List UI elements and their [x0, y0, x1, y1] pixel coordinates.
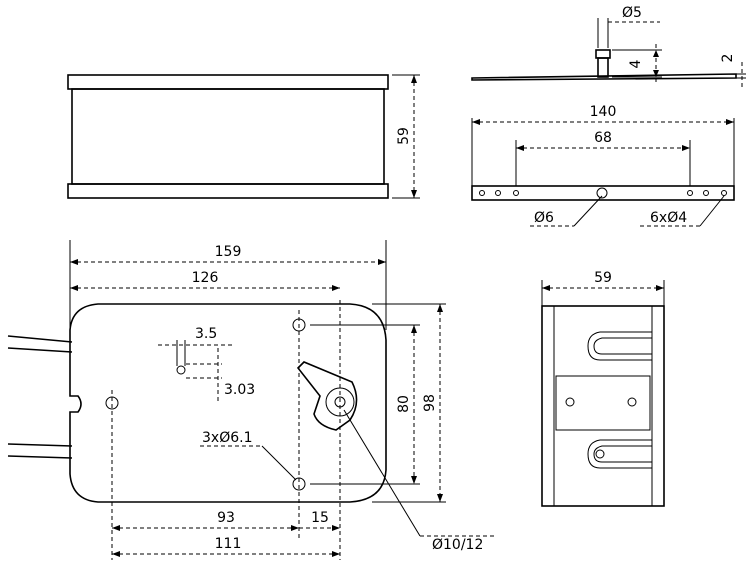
dim-label-2: 2: [720, 54, 736, 63]
cable: [7, 443, 73, 447]
actuator-body: [69, 303, 387, 503]
slot-upper: [587, 331, 652, 361]
side-hole: [595, 449, 605, 459]
plate-hole: [687, 190, 693, 196]
plate-hole: [479, 190, 485, 196]
side-view: 59: [541, 270, 665, 507]
small-hole: [176, 365, 186, 375]
plate-hole: [513, 190, 519, 196]
dim-label-d5: Ø5: [622, 5, 642, 21]
dim-label-4: 4: [628, 59, 644, 68]
dim-label-59-top: 59: [396, 127, 412, 145]
dim-label-d6: Ø6: [534, 210, 554, 226]
side-inner: [553, 305, 653, 507]
dim-label-3-03: 3.03: [224, 382, 255, 398]
plate-top-view: 140 68 Ø6 6xØ4: [471, 104, 735, 227]
dim-label-d10-12: Ø10/12: [432, 537, 483, 553]
dim-label-15: 15: [311, 510, 329, 526]
plate-strip: [471, 185, 735, 201]
slot-lower: [587, 439, 652, 469]
dim-label-93: 93: [217, 510, 235, 526]
plate-hole: [495, 190, 501, 196]
dim-label-3xd6-1: 3xØ6.1: [202, 430, 252, 446]
top-view-body: [71, 88, 385, 185]
side-plate: [555, 375, 651, 431]
side-hole: [565, 397, 575, 407]
cable: [7, 335, 73, 343]
front-view: 159 126 3.5 3.03 3xØ6.1 80 98: [7, 240, 494, 560]
side-outline: [541, 305, 665, 507]
dim-label-6xd4: 6xØ4: [650, 210, 687, 226]
top-view-flange-top: [67, 74, 389, 90]
plate-center-hole: [596, 187, 608, 199]
dim-label-80: 80: [396, 395, 412, 413]
dim-label-111: 111: [215, 536, 242, 552]
cable: [7, 347, 73, 353]
dim-label-126: 126: [192, 270, 219, 286]
dim-label-59-side: 59: [594, 270, 612, 286]
top-view-flange-bottom: [67, 183, 389, 199]
plate-side-view: Ø5 4 2: [471, 5, 746, 90]
plate-pin-head: [595, 49, 611, 59]
dim-label-98: 98: [422, 394, 438, 412]
dim-label-3-5: 3.5: [195, 326, 217, 342]
dim-label-140: 140: [590, 104, 617, 120]
dim-label-68: 68: [594, 130, 612, 146]
plate-hole: [721, 190, 727, 196]
dim-label-159: 159: [215, 244, 242, 260]
plate-pin: [597, 57, 609, 78]
top-view: 59: [67, 74, 420, 199]
lever-arm: [296, 361, 358, 431]
plate-hole: [703, 190, 709, 196]
side-hole: [627, 397, 637, 407]
cable: [7, 455, 73, 459]
